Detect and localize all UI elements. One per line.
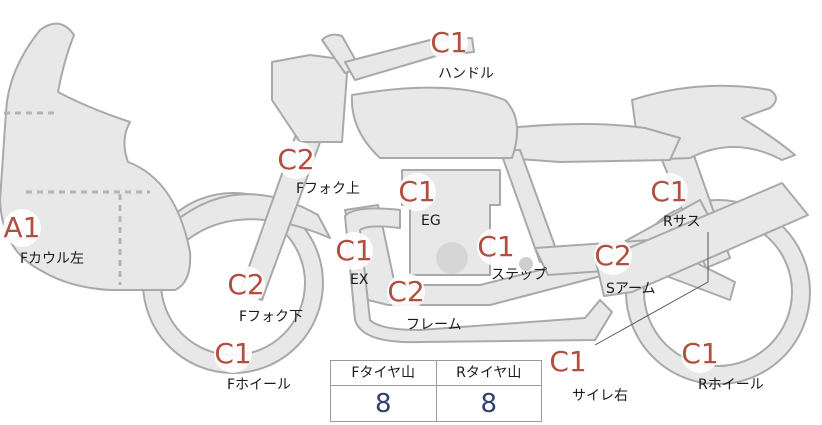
handle-label: ハンドル — [438, 66, 494, 82]
rsus-grade: C1 — [650, 173, 688, 211]
fuel-tank-shape — [350, 86, 519, 159]
footpeg-detail — [519, 257, 533, 271]
fwheel-label: Fホイール — [227, 377, 292, 393]
handle-grade: C1 — [430, 24, 468, 62]
step-grade: C1 — [477, 228, 515, 266]
tire-tread-table: Fタイヤ山 Rタイヤ山 8 8 — [330, 360, 542, 422]
ffork-upper-grade: C2 — [277, 141, 315, 179]
ffork-upper-label: Fフォク上 — [296, 181, 361, 197]
tire-tread-header-row: Fタイヤ山 Rタイヤ山 — [331, 361, 541, 386]
rwheel-grade: C1 — [681, 335, 719, 373]
cowl-panel-lines — [4, 111, 150, 285]
sarm-label: Sアーム — [606, 281, 656, 297]
exhaust-header-shape — [344, 207, 613, 344]
ex-grade: C1 — [335, 232, 373, 270]
muffler-right-grade: C1 — [549, 343, 587, 381]
rsus-label: Rサス — [663, 214, 701, 230]
front-cowl-shape — [0, 22, 192, 291]
rear-tread-header: Rタイヤ山 — [435, 361, 542, 385]
fcowl-left-label: Fカウル左 — [20, 251, 85, 267]
rwheel-label: Rホイール — [698, 377, 764, 393]
eg-label: EG — [421, 213, 441, 229]
seat-shape — [504, 123, 681, 163]
muffler-leader-line — [594, 232, 709, 346]
fwheel-grade: C1 — [214, 335, 252, 373]
tire-tread-value-row: 8 8 — [331, 386, 541, 422]
frame-label: フレーム — [406, 317, 462, 333]
muffler-shape — [595, 182, 809, 297]
muffler-right-label: サイレ右 — [572, 388, 628, 404]
front-tread-value: 8 — [374, 389, 392, 419]
rear-tread-value: 8 — [435, 386, 542, 422]
engine-cover-detail — [436, 242, 468, 274]
frame-grade: C2 — [387, 273, 425, 311]
ffork-lower-label: Fフォク下 — [239, 309, 304, 325]
headlight-shape — [271, 54, 349, 143]
sarm-grade: C2 — [594, 237, 632, 275]
front-tread-header: Fタイヤ山 — [351, 365, 416, 381]
ffork-lower-grade: C2 — [227, 266, 265, 304]
fcowl-left-grade: A1 — [3, 209, 41, 247]
ex-label: EX — [350, 272, 369, 288]
step-label: ステップ — [491, 267, 547, 283]
eg-grade: C1 — [398, 173, 436, 211]
